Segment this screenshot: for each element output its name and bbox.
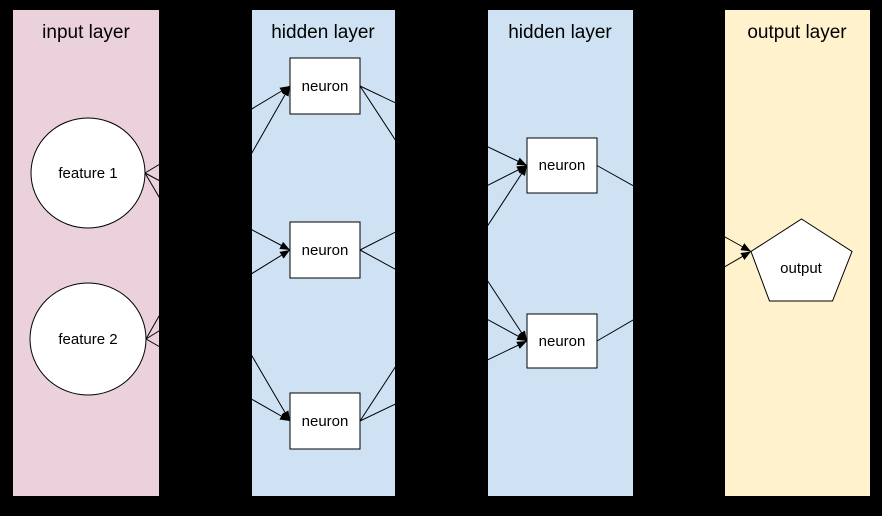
layer-title-hidden1: hidden layer <box>271 22 375 43</box>
node-h2n2-rect <box>526 313 598 369</box>
edge-feature2-to-h1n3 <box>145 338 291 422</box>
edge-feature1-to-h1n3 <box>144 172 291 422</box>
edge-h1n1-to-h2n2 <box>359 85 528 342</box>
edge-h1n1-to-h2n1 <box>359 85 528 166</box>
node-h1n2-rect <box>289 221 361 279</box>
edge-h1n3-to-h2n2 <box>359 340 528 422</box>
node-label-h1n2: neuron <box>302 242 349 259</box>
edge-feature2-to-h1n1 <box>145 85 291 340</box>
layer-title-output: output layer <box>747 22 847 43</box>
node-feature2-circle <box>29 282 147 396</box>
node-feature1-circle <box>30 117 146 229</box>
edge-h1n2-to-h2n1 <box>359 165 528 251</box>
edge-feature1-to-h1n2 <box>144 172 291 251</box>
node-h2n1-rect <box>526 137 598 194</box>
node-label-h1n3: neuron <box>302 413 349 430</box>
node-h1n3-rect <box>289 392 361 450</box>
layer-title-input: input layer <box>42 22 130 43</box>
node-label-output_node: output <box>780 260 823 277</box>
connection-arrows <box>144 85 752 422</box>
node-output_node-pentagon <box>750 218 853 302</box>
layer-band-input <box>13 10 159 496</box>
node-h1n1-rect <box>289 57 361 115</box>
nodes: feature 1 feature 2 neuron neuron neuron neur… <box>29 57 853 450</box>
layer-band-hidden2 <box>488 10 633 496</box>
layer-title-hidden2: hidden layer <box>508 22 612 43</box>
node-label-h1n1: neuron <box>302 78 349 95</box>
node-label-feature2: feature 2 <box>58 331 117 348</box>
node-label-h2n1: neuron <box>539 157 586 174</box>
edge-h2n1-to-output_node <box>596 165 752 252</box>
edge-feature2-to-h1n2 <box>145 249 291 340</box>
edge-h1n3-to-h2n1 <box>359 165 528 422</box>
edge-h2n2-to-output_node <box>596 251 752 342</box>
edge-feature1-to-h1n1 <box>144 85 291 174</box>
edge-h1n2-to-h2n2 <box>359 249 528 342</box>
node-label-h2n2: neuron <box>539 333 586 350</box>
layer-bands: input layer hidden layer hidden layer outpu… <box>13 10 870 496</box>
node-label-feature1: feature 1 <box>58 165 117 182</box>
